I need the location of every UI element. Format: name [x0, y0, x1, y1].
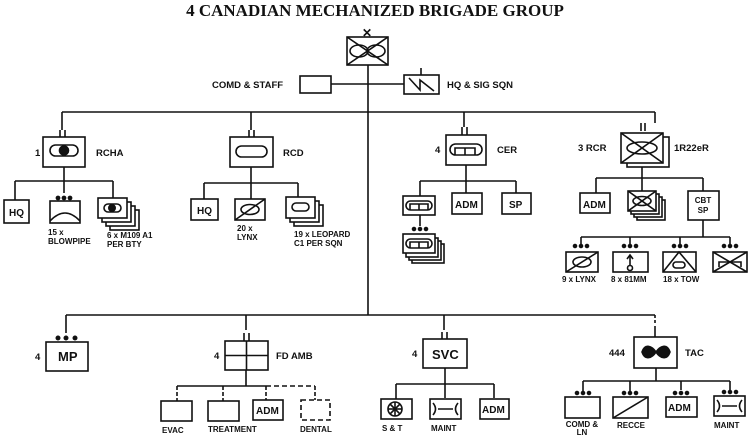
leopard-squadron-symbol [285, 196, 324, 227]
tac-maint-caption: MAINT [714, 421, 739, 430]
rcha-name: RCHA [96, 148, 124, 159]
treatment-box [207, 400, 240, 422]
cer-sp-box [501, 192, 532, 215]
svc-label: SVC [432, 347, 459, 362]
combat-support-box [687, 190, 720, 221]
comd-staff-box [299, 75, 332, 94]
rcha-hq-label: HQ [9, 208, 24, 219]
rcha-hq-box [3, 199, 30, 224]
mortar-platoon-symbol [612, 243, 649, 273]
lynx-platoon-caption: 9 x LYNX [562, 275, 597, 284]
tow-platoon-symbol [662, 243, 697, 273]
fd-amb-name: FD AMB [276, 351, 313, 362]
hq-sig-sqn-label: HQ & SIG SQN [447, 80, 513, 91]
svc-maint-caption: MAINT [431, 424, 456, 433]
svc-adm-label: ADM [482, 405, 505, 416]
blowpipe-symbol [49, 195, 81, 224]
inf-name: 1R22eR [674, 143, 709, 154]
treatment-caption: TREATMENT [208, 425, 257, 434]
tow-platoon-caption: 18 x TOW [663, 275, 700, 284]
tac-group: 444 TAC COMD &LN RECCE ADM [564, 315, 746, 436]
inf-number: 3 RCR [578, 143, 607, 154]
mp-label: MP [58, 349, 78, 364]
cer-name: CER [497, 145, 517, 156]
mp-number: 4 [35, 352, 41, 363]
cer-adm-label: ADM [455, 200, 478, 211]
rcd-hq-label: HQ [197, 206, 212, 217]
svc-number: 4 [412, 349, 418, 360]
comd-ln-symbol [564, 390, 601, 419]
svg-text:✕: ✕ [362, 26, 372, 40]
tac-number: 444 [609, 348, 626, 359]
recce-symbol [612, 390, 649, 419]
supply-transport-caption: S & T [382, 424, 403, 433]
svc-maint-symbol [429, 398, 462, 420]
supply-transport-symbol [380, 398, 413, 420]
brigade-hq-symbol: ✕ [346, 26, 389, 66]
cer-sp-label: SP [509, 200, 523, 211]
cer-group: 4 CER ADM SP [402, 112, 532, 264]
recce-caption: RECCE [617, 421, 646, 430]
mortar-platoon-caption: 8 x 81MM [611, 275, 647, 284]
comd-staff-label: COMD & STAFF [212, 80, 283, 91]
hq-sig-sqn-symbol [403, 68, 440, 95]
cer-field-squadron-symbol [402, 195, 445, 264]
inf-adm-label: ADM [583, 200, 606, 211]
fd-amb-group: 4 FD AMB EVAC TREATMENT ADM DENTAL [160, 315, 332, 435]
rcd-name: RCD [283, 148, 304, 159]
dental-caption: DENTAL [300, 425, 332, 434]
tac-name: TAC [685, 348, 704, 359]
tac-adm-label: ADM [668, 403, 691, 414]
inf-adm-box [579, 192, 611, 214]
rcha-number: 1 [35, 148, 41, 159]
rifle-companies-symbol [627, 190, 666, 221]
lynx-recce-symbol [234, 198, 266, 221]
m109-battery-symbol [97, 197, 140, 231]
tac-adm-symbol [665, 390, 698, 418]
evac-caption: EVAC [162, 426, 184, 435]
tac-maint-symbol [713, 389, 746, 417]
fd-amb-adm-box [252, 399, 284, 421]
chart-title: 4 CANADIAN MECHANIZED BRIGADE GROUP [186, 1, 564, 20]
fd-amb-adm-label: ADM [256, 406, 279, 417]
lynx-platoon-symbol [565, 243, 599, 273]
rcd-hq-box [190, 198, 219, 221]
evac-box [160, 400, 193, 422]
svc-group: SVC 4 S & T MAINT ADM [380, 315, 510, 433]
cer-adm-box [451, 192, 483, 215]
fd-amb-number: 4 [214, 351, 220, 362]
svc-adm-box [479, 398, 510, 420]
dental-box [300, 399, 331, 421]
mp-group: MP 4 [35, 315, 89, 372]
cer-number: 4 [435, 145, 441, 156]
comd-ln-caption: COMD &LN [566, 420, 599, 436]
pioneer-platoon-symbol [712, 243, 748, 273]
